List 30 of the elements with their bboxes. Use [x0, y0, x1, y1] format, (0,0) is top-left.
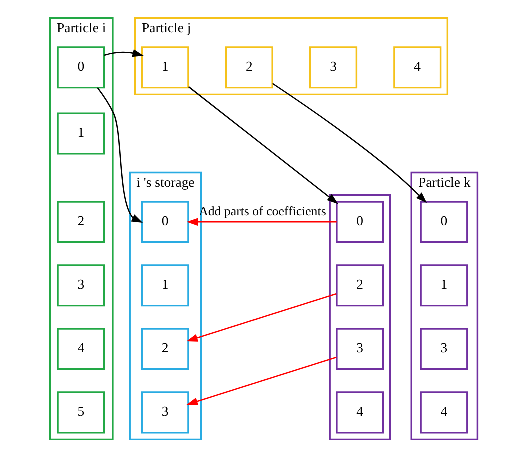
arrow	[186, 293, 337, 342]
node-box: 0	[336, 201, 384, 244]
cluster	[329, 194, 392, 441]
node-box: 4	[420, 392, 468, 434]
node-box: 4	[336, 392, 384, 434]
arrow	[97, 88, 144, 223]
arrow	[186, 218, 337, 226]
node-box: 1	[57, 112, 106, 155]
node-box: 3	[141, 392, 190, 434]
node-box: 0	[420, 201, 468, 244]
node-box: 4	[57, 328, 106, 370]
arrow	[272, 83, 428, 204]
node-box: 0	[141, 201, 190, 244]
node-box: 2	[57, 201, 106, 244]
node-box: 2	[225, 46, 274, 89]
node-box: 3	[57, 264, 106, 307]
arrow	[186, 356, 337, 406]
node-box: 5	[57, 392, 106, 434]
node-box: 1	[141, 46, 190, 89]
node-box: 1	[420, 264, 468, 307]
node-box: 4	[394, 46, 442, 89]
node-box: 3	[309, 46, 358, 89]
node-box: 3	[420, 328, 468, 370]
node-box: 1	[141, 264, 190, 307]
arrow	[104, 50, 144, 58]
node-box: 0	[57, 46, 106, 89]
node-box: 3	[336, 328, 384, 370]
arrow	[188, 86, 338, 204]
node-box: 2	[141, 328, 190, 370]
node-box: 2	[336, 264, 384, 307]
